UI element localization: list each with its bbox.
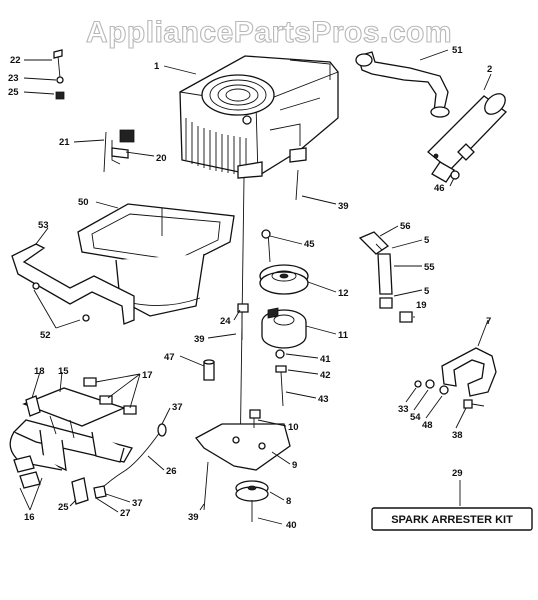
callout-21: 21 — [59, 137, 70, 148]
callout-12: 12 — [338, 288, 349, 299]
callout-37: 37 — [172, 402, 183, 413]
cable-clip-part — [203, 461, 209, 511]
callout-50: 50 — [78, 197, 89, 208]
callout-18: 18 — [34, 366, 45, 377]
callout-39c: 39 — [188, 512, 199, 523]
callout-56: 56 — [400, 221, 411, 232]
callout-51: 51 — [452, 45, 463, 56]
callout-19: 19 — [416, 300, 427, 311]
air-cleaner-part — [9, 387, 133, 472]
callout-54: 54 — [410, 412, 421, 423]
callout-53: 53 — [38, 220, 49, 231]
clamp-part — [450, 170, 460, 180]
callout-16: 16 — [24, 512, 35, 523]
bolt-part — [275, 349, 287, 407]
exhaust-pipe-part — [355, 51, 450, 118]
callout-33: 33 — [398, 404, 409, 415]
callout-25: 25 — [8, 87, 19, 98]
spark-arrester-kit-box — [371, 507, 533, 531]
callout-45: 45 — [304, 239, 315, 250]
muffler-part — [427, 93, 507, 183]
spark-arrester-kit-label: SPARK ARRESTER KIT — [391, 514, 513, 526]
side-bracket-part — [414, 347, 497, 409]
callout-42: 42 — [320, 370, 331, 381]
callout-23: 23 — [8, 73, 19, 84]
callout-48: 48 — [422, 420, 433, 431]
callout-8: 8 — [286, 496, 291, 507]
spacer-part — [203, 303, 249, 381]
callout-11: 11 — [338, 330, 349, 341]
callout-27: 27 — [120, 508, 131, 519]
elbow-part — [71, 477, 89, 505]
mounting-bracket-part — [11, 243, 135, 325]
callout-47: 47 — [164, 352, 175, 363]
callout-17: 17 — [142, 370, 153, 381]
callout-labels: 22 23 25 1 51 2 21 20 46 50 39 53 45 56 … — [8, 45, 492, 531]
watermark-text: AppliancePartsPros.com — [86, 16, 452, 49]
washer-part — [261, 229, 271, 239]
callout-46: 46 — [434, 183, 445, 194]
callout-9: 9 — [292, 460, 297, 471]
callout-41: 41 — [320, 354, 331, 365]
callout-55: 55 — [424, 262, 435, 273]
clutch-part — [261, 307, 307, 349]
callout-40: 40 — [286, 520, 297, 531]
filter-element-part — [83, 377, 137, 415]
leader-lines — [19, 49, 492, 525]
callout-1: 1 — [154, 61, 160, 72]
callout-29: 29 — [452, 468, 463, 479]
callout-10: 10 — [288, 422, 299, 433]
screw-hardware-part — [53, 49, 65, 100]
callout-20: 20 — [156, 153, 167, 164]
pulley-part — [259, 264, 309, 295]
fuel-tank-part — [77, 203, 235, 317]
callout-38: 38 — [452, 430, 463, 441]
callout-39b: 39 — [194, 334, 205, 345]
hose-assembly-part — [358, 231, 413, 323]
callout-26: 26 — [166, 466, 177, 477]
engine-part — [179, 55, 339, 179]
callout-7: 7 — [486, 316, 491, 327]
callout-24: 24 — [220, 316, 231, 327]
callout-5: 5 — [424, 235, 430, 246]
callout-5b: 5 — [424, 286, 430, 297]
idler-bracket-part — [195, 409, 291, 471]
callout-52: 52 — [40, 330, 51, 341]
callout-15: 15 — [58, 366, 69, 377]
callout-39: 39 — [338, 201, 349, 212]
callout-22: 22 — [10, 55, 21, 66]
callout-2: 2 — [487, 64, 492, 75]
callout-43: 43 — [318, 394, 329, 405]
callout-37b: 37 — [132, 498, 143, 509]
idler-pulley-part — [235, 480, 269, 522]
throttle-control-part — [103, 129, 135, 173]
callout-25b: 25 — [58, 502, 69, 513]
cable-part — [93, 423, 167, 499]
